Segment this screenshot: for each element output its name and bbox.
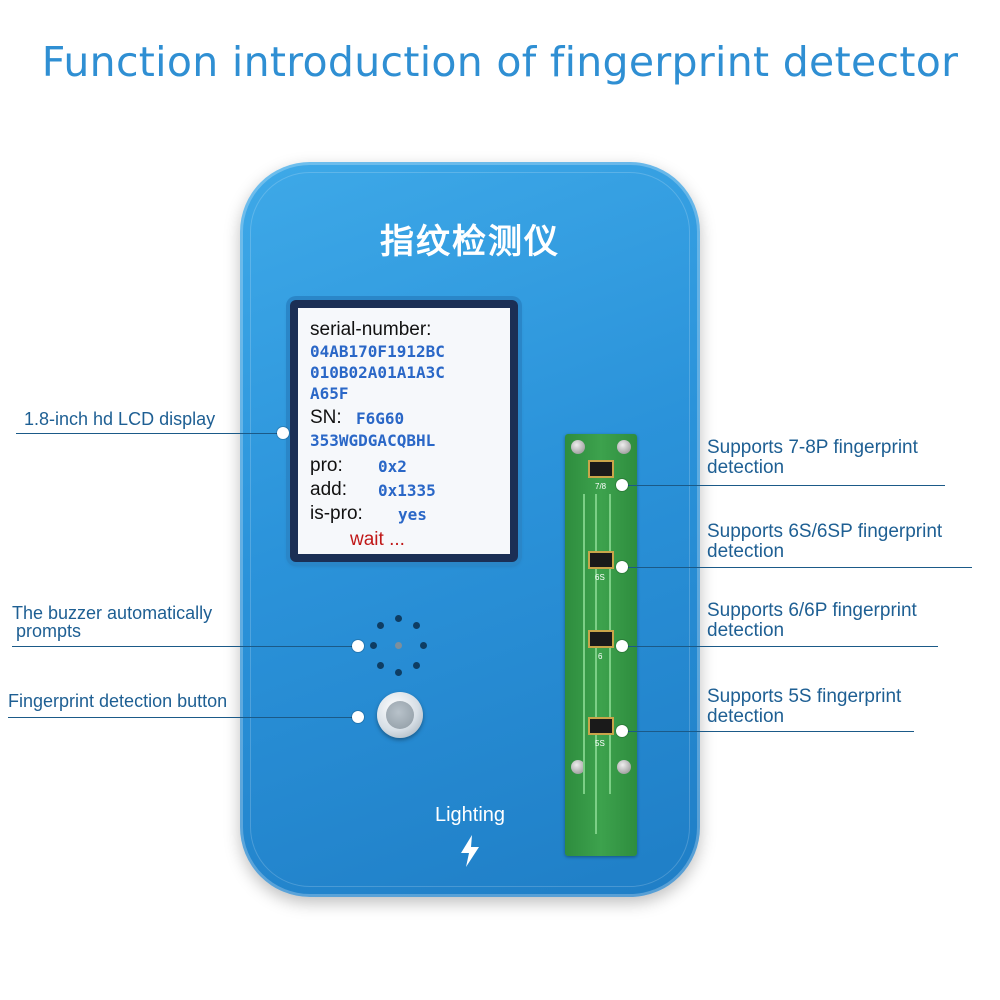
speaker-hole [413,622,420,629]
speaker-hole [377,662,384,669]
connector-6s [588,551,614,569]
speaker-hole [395,615,402,622]
callout-buzzer-leader [12,646,358,647]
callout-78p-line1: Supports 7-8P fingerprint [707,437,918,458]
callout-6s-dot [616,561,628,573]
lcd-screen: serial-number: 04AB170F1912BC 010B02A01A… [298,308,510,554]
pcb-trace [595,494,597,834]
lcd-serial-line3: A65F [310,384,349,403]
lcd-serial-label: serial-number: [310,319,432,340]
callout-6p-leader [622,646,938,647]
callout-78p-leader [622,485,945,486]
callout-5s-dot [616,725,628,737]
callout-6s-line1: Supports 6S/6SP fingerprint [707,521,943,542]
callout-5s-line2: detection [707,706,785,727]
fingerprint-detector-device: 指纹检测仪 serial-number: 04AB170F1912BC 010B… [240,162,700,897]
speaker-hole [370,642,377,649]
lcd-serial-line1: 04AB170F1912BC [310,342,445,361]
callout-buzzer-line2: prompts [16,621,82,641]
button-center [386,701,414,729]
callout-lcd-leader [16,433,282,434]
device-chinese-title: 指纹检测仪 [380,222,560,262]
screw [571,760,585,774]
callout-78p-dot [616,479,628,491]
lcd-add-value: 0x1335 [378,481,436,500]
lcd-pro-value: 0x2 [378,457,407,476]
lcd-add-label: add: [310,479,347,500]
lcd-pro-label: pro: [310,455,343,476]
speaker-hole [420,642,427,649]
screw [571,440,585,454]
callout-lcd-dot [277,427,289,439]
callout-5s-line1: Supports 5S fingerprint [707,686,902,707]
pcb-label-7-8: 7/8 [595,482,607,491]
pcb-label-5s: 5S [595,739,605,748]
page-title: Function introduction of fingerprint det… [41,38,959,86]
callout-buzzer-line1: The buzzer automatically [12,603,213,623]
callout-buzzer-dot [352,640,364,652]
lcd-sn-value1: F6G60 [356,409,405,428]
connector-7-8 [588,460,614,478]
pcb-trace [583,494,585,794]
callout-button-dot [352,711,364,723]
connector-5s [588,717,614,735]
speaker-center-hole [395,642,402,649]
callout-6p-dot [616,640,628,652]
speaker-hole [377,622,384,629]
screw [617,760,631,774]
pcb-label-6s: 6S [595,573,605,582]
pcb-trace [609,494,611,794]
lcd-sn-value2: 353WGDGACQBHL [310,431,436,450]
callout-button-label: Fingerprint detection button [8,691,228,711]
callout-6s-leader [622,567,972,568]
lcd-ispro-value: yes [398,505,427,524]
lcd-ispro-label: is-pro: [310,503,363,524]
callout-6p-line1: Supports 6/6P fingerprint [707,600,917,621]
lightning-bolt-icon [461,835,479,867]
fingerprint-detection-button[interactable] [377,692,423,738]
lcd-serial-line2: 010B02A01A1A3C [310,363,445,382]
screw [617,440,631,454]
callout-lcd-label: 1.8-inch hd LCD display [24,409,216,429]
callout-5s-leader [622,731,914,732]
callout-button-leader [8,717,358,718]
speaker-hole [413,662,420,669]
buzzer-speaker [368,615,430,677]
lcd-sn-label: SN: [310,407,342,428]
speaker-hole [395,669,402,676]
lcd-status: wait ... [350,529,405,550]
pcb-label-6: 6 [598,652,603,661]
lcd-display: serial-number: 04AB170F1912BC 010B02A01A… [290,300,518,562]
lighting-label: Lighting [434,804,506,826]
callout-6p-line2: detection [707,620,785,641]
callout-78p-line2: detection [707,457,785,478]
callout-6s-line2: detection [707,541,785,562]
connector-6 [588,630,614,648]
